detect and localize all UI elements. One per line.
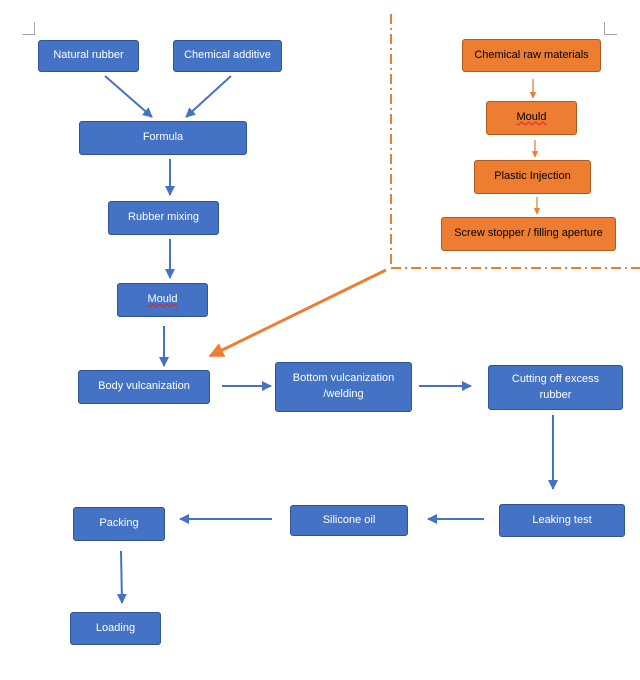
node-chemical-raw-materials-label: Chemical raw materials <box>474 48 589 61</box>
arrow-chemical-additive-to-formula <box>185 75 232 118</box>
node-natural-rubber-label: Natural rubber <box>53 49 124 62</box>
node-screw-stopper-label: Screw stopper / filling aperture <box>454 227 603 240</box>
node-loading[interactable]: Loading <box>70 612 161 645</box>
arrow-packing-to-loading <box>116 550 127 604</box>
node-body-vulcanization-label: Body vulcanization <box>98 380 190 393</box>
node-plastic-injection-label: Plastic Injection <box>494 170 571 183</box>
node-body-vulcanization[interactable]: Body vulcanization <box>78 370 210 404</box>
node-cutting-line2: rubber <box>539 388 572 401</box>
page-corner-mark-left <box>22 22 35 35</box>
node-cutting-line1: Cutting off excess <box>511 372 600 385</box>
node-cutting-label: Cutting off excess rubber <box>512 372 599 404</box>
node-leaking-test-label: Leaking test <box>532 513 592 526</box>
node-plastic-injection[interactable]: Plastic Injection <box>474 160 591 194</box>
node-bottom-vulcanization-label: Bottom vulcanization /welding <box>293 371 395 403</box>
node-chemical-additive-label: Chemical additive <box>184 49 271 62</box>
arrow-plastic-part-to-body-vulcanization <box>208 268 387 358</box>
node-bottom-vulcanization[interactable]: Bottom vulcanization /welding <box>275 362 412 412</box>
node-chemical-additive[interactable]: Chemical additive <box>173 40 282 72</box>
node-chemical-raw-materials[interactable]: Chemical raw materials <box>462 39 601 72</box>
node-natural-rubber[interactable]: Natural rubber <box>38 40 139 72</box>
arrow-natural-rubber-to-formula <box>104 75 153 118</box>
node-formula[interactable]: Formula <box>79 121 247 155</box>
node-formula-label: Formula <box>142 131 184 144</box>
node-packing[interactable]: Packing <box>73 507 165 541</box>
node-packing-label: Packing <box>99 517 139 530</box>
node-silicone-oil-label: Silicone oil <box>322 513 376 526</box>
node-loading-label: Loading <box>95 621 136 634</box>
page-corner-mark-right <box>604 22 617 35</box>
node-bottom-vulcanization-line1: Bottom vulcanization <box>292 372 395 385</box>
node-leaking-test[interactable]: Leaking test <box>499 504 625 537</box>
node-mould-orange-label: Mould <box>516 111 547 124</box>
node-bottom-vulcanization-line2: /welding <box>323 388 364 400</box>
node-mould-label: Mould <box>147 293 178 306</box>
node-silicone-oil[interactable]: Silicone oil <box>290 505 408 536</box>
node-mould[interactable]: Mould <box>117 283 208 317</box>
node-mould-orange[interactable]: Mould <box>486 101 577 135</box>
node-screw-stopper[interactable]: Screw stopper / filling aperture <box>441 217 616 251</box>
node-rubber-mixing-label: Rubber mixing <box>128 211 199 224</box>
node-cutting-off-excess-rubber[interactable]: Cutting off excess rubber <box>488 365 623 410</box>
node-rubber-mixing[interactable]: Rubber mixing <box>108 201 219 235</box>
